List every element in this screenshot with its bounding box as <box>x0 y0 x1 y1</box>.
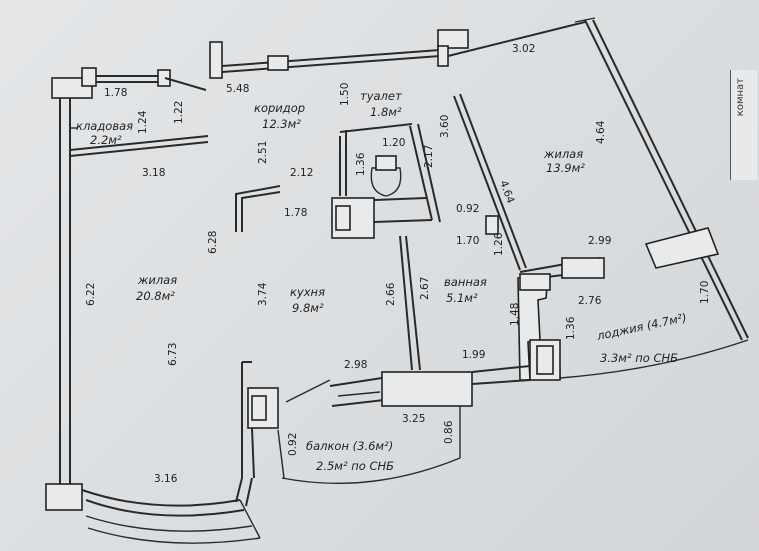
dim-label: 3.16 <box>154 473 178 485</box>
dim-label: 3.18 <box>142 167 165 179</box>
room-toilet-area: 1.8м² <box>370 105 402 119</box>
room-kitchen-area: 9.8м² <box>292 301 324 315</box>
room-living-left-area: 20.8м² <box>136 289 175 303</box>
dim-label: 1.36 <box>565 316 577 340</box>
dim-label: 2.66 <box>385 282 397 306</box>
margin-note-text: комнат <box>735 78 746 117</box>
dim-label: 2.17 <box>423 145 435 168</box>
margin-note: комнат <box>730 70 757 180</box>
dim-label: 0.92 <box>456 203 479 215</box>
dimension-labels: 5.48 1.78 1.24 1.22 1.50 3.02 4.64 3.60 … <box>85 43 711 485</box>
dim-label: 1.78 <box>284 207 307 219</box>
dim-label: 1.36 <box>355 152 367 176</box>
dim-label: 0.86 <box>443 420 455 444</box>
room-balcony-area: 2.5м² по СНБ <box>316 459 394 473</box>
dim-label: 4.64 <box>595 120 607 144</box>
room-living-left-name: жилая <box>137 273 177 287</box>
dim-label: 1.99 <box>462 349 485 361</box>
dim-label: 1.50 <box>339 83 351 106</box>
dim-label: 0.92 <box>287 433 299 456</box>
dim-label: 2.12 <box>290 167 313 179</box>
dim-label: 3.25 <box>402 413 425 425</box>
dim-label: 2.67 <box>419 277 431 300</box>
room-living-right-name: жилая <box>543 147 583 161</box>
dim-label: 1.20 <box>382 137 405 149</box>
room-kitchen-name: кухня <box>290 285 325 299</box>
room-balcony-name: балкон (3.6м²) <box>306 439 393 453</box>
dim-label: 6.28 <box>207 231 219 254</box>
room-loggia-name: лоджия (4.7м²) <box>595 310 688 343</box>
dim-label: 5.48 <box>226 83 249 95</box>
dim-label: 1.24 <box>137 110 149 134</box>
dim-label: 2.98 <box>344 359 367 371</box>
room-corridor-name: коридор <box>254 101 305 115</box>
room-bathroom-area: 5.1м² <box>446 291 478 305</box>
dim-label: 1.48 <box>509 303 521 326</box>
room-corridor-area: 12.3м² <box>262 117 301 131</box>
dim-label: 1.78 <box>104 87 127 99</box>
room-storage-name: кладовая <box>76 119 133 133</box>
dim-label: 1.26 <box>493 232 505 256</box>
outer-walls <box>45 17 749 544</box>
room-loggia-area: 3.3м² по СНБ <box>600 351 678 365</box>
dim-label: 3.60 <box>439 115 451 138</box>
room-bathroom-name: ванная <box>444 275 487 289</box>
room-living-right-area: 13.9м² <box>546 161 585 175</box>
dim-label: 1.70 <box>456 235 479 247</box>
dim-label: 6.22 <box>85 283 97 306</box>
dim-label: 1.70 <box>699 281 711 304</box>
dim-label: 6.73 <box>167 343 179 366</box>
room-toilet-name: туалет <box>360 89 402 103</box>
dim-label: 3.74 <box>257 282 269 306</box>
dim-label: 2.76 <box>578 295 602 307</box>
inner-walls <box>69 93 720 507</box>
room-storage-area: 2.2м² <box>90 133 122 147</box>
dim-label: 2.99 <box>588 235 611 247</box>
dim-label: 1.22 <box>173 101 185 124</box>
dim-label: 3.02 <box>512 43 535 55</box>
dim-label: 2.51 <box>257 141 269 164</box>
